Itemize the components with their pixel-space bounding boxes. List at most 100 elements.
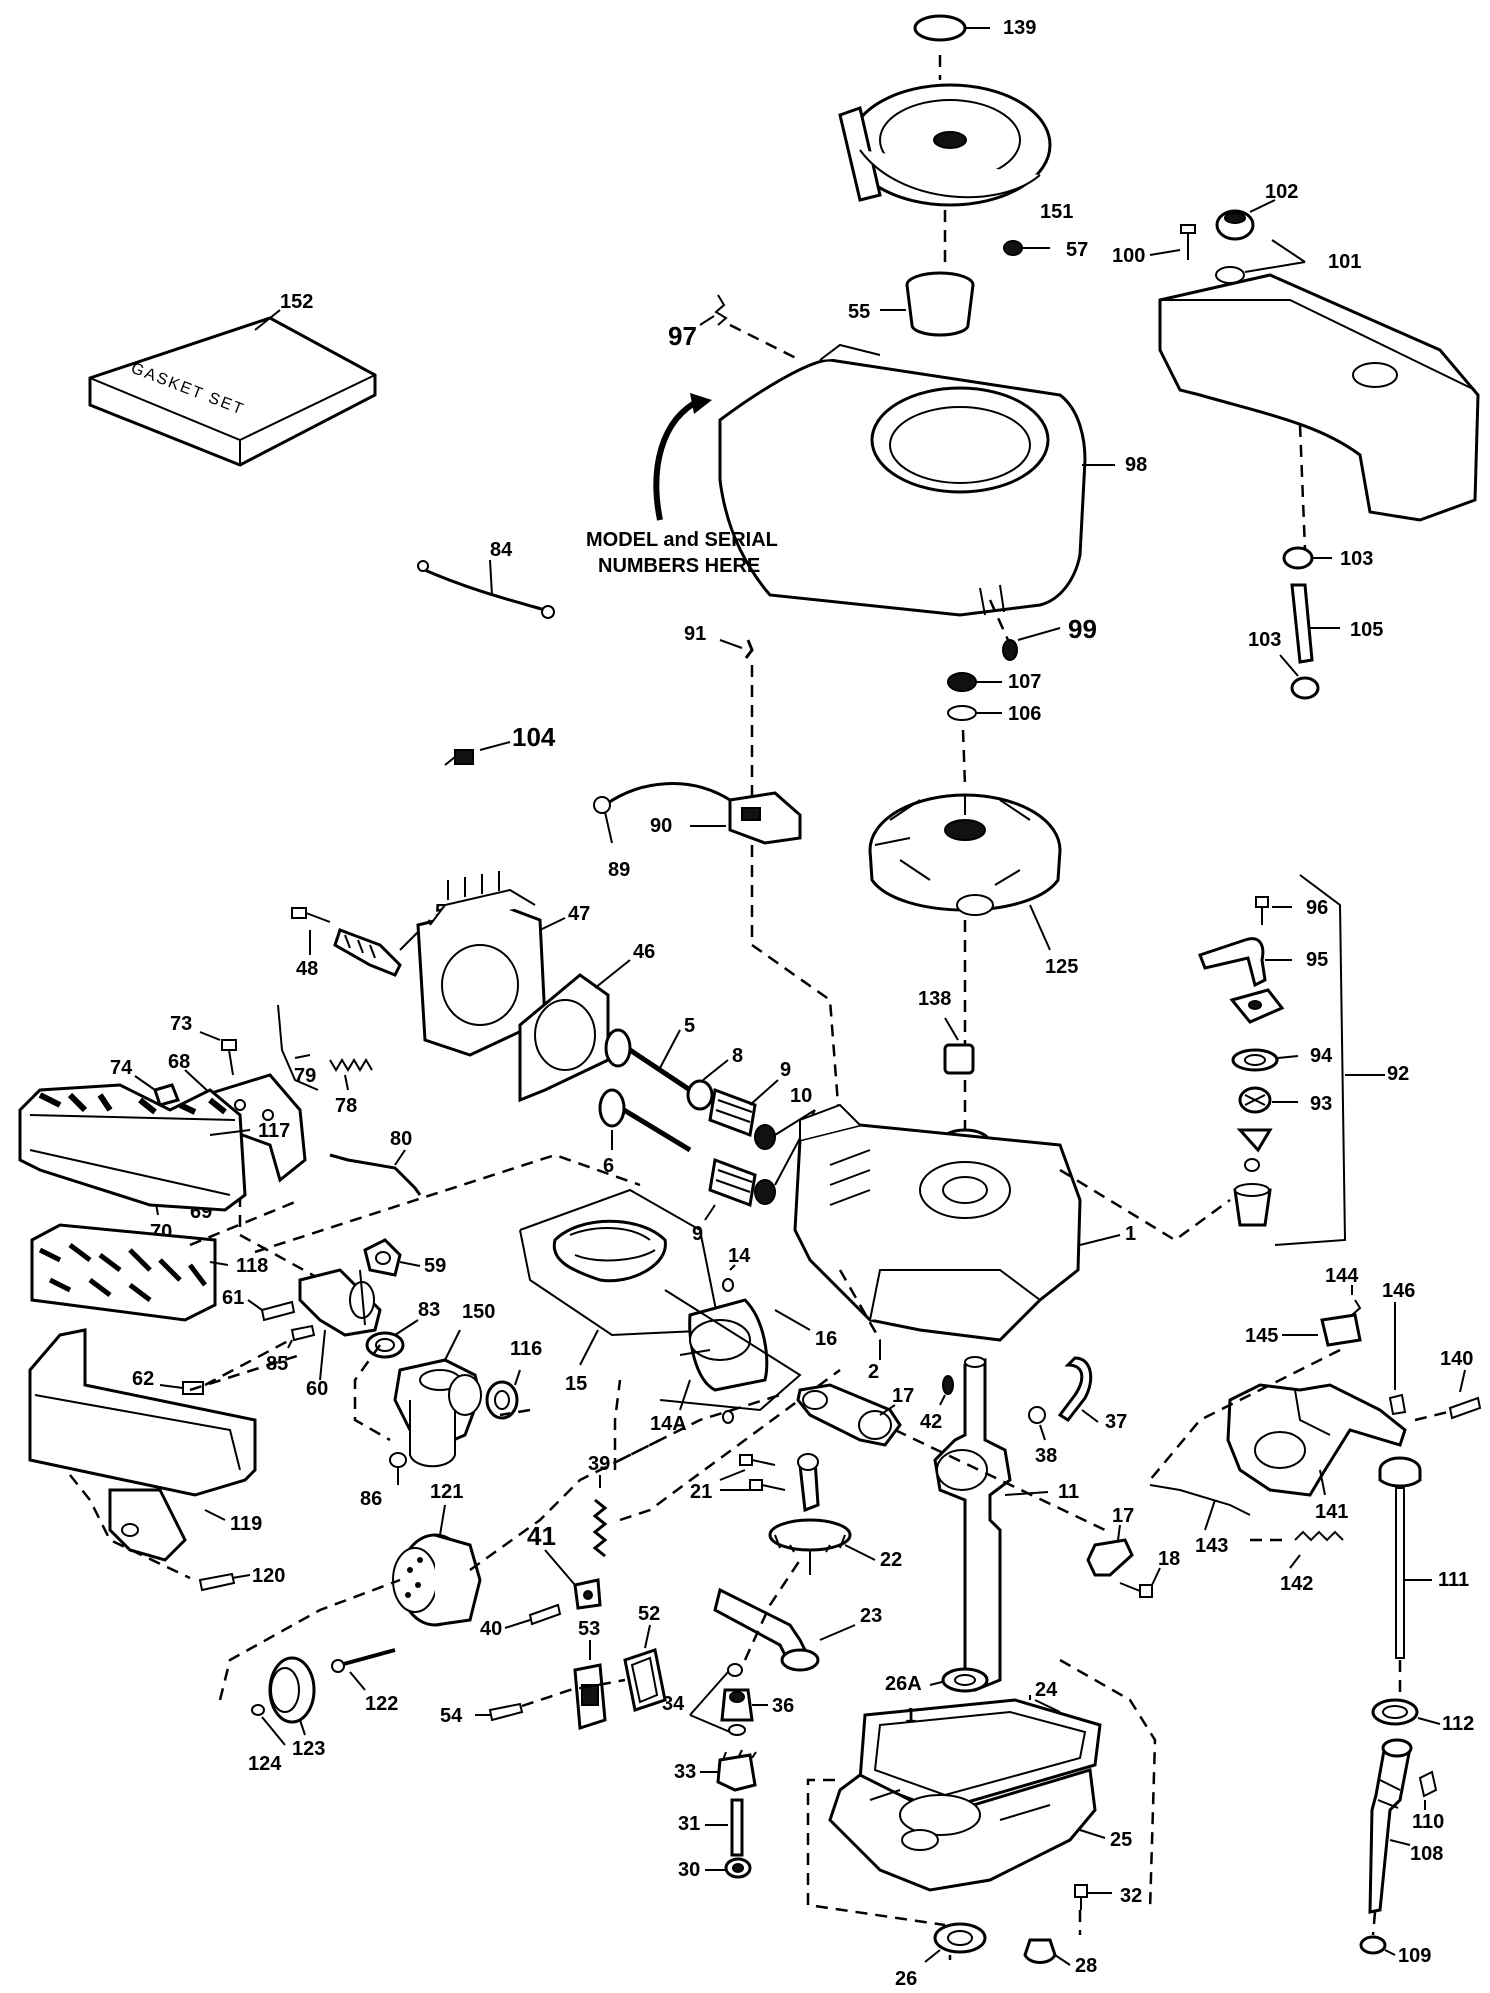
carburetor-150	[393, 1358, 482, 1468]
callout-24: 24	[1035, 1679, 1058, 1701]
callout-5: 5	[684, 1015, 695, 1037]
callout-99: 99	[1068, 614, 1097, 644]
callout-21: 21	[690, 1481, 712, 1503]
screw-85	[290, 1324, 316, 1342]
flywheel-key-138	[943, 1043, 975, 1075]
valve-spring-retainer-8	[686, 1079, 714, 1111]
valve-spring-9-lower	[708, 1157, 757, 1208]
callout-120: 120	[252, 1565, 285, 1587]
head-bolt-48	[291, 907, 331, 923]
fuel-cap-102	[1215, 209, 1255, 241]
callout-100: 100	[1112, 245, 1145, 267]
callout-40: 40	[480, 1618, 502, 1640]
crankshaft-11	[933, 1356, 1012, 1692]
valve-5	[604, 1028, 692, 1093]
nut-107	[947, 672, 977, 692]
washer-34-low	[728, 1724, 746, 1736]
spring-78	[329, 1058, 373, 1072]
callout-62: 62	[132, 1368, 154, 1390]
callout-32: 32	[1120, 1885, 1142, 1907]
callout-144: 144	[1325, 1265, 1359, 1287]
callout-31: 31	[678, 1813, 700, 1835]
gasket-plate-92a	[1229, 988, 1285, 1024]
cylinder-block-1	[793, 1103, 1082, 1342]
screw-140	[1448, 1396, 1482, 1420]
nut-86	[389, 1452, 407, 1468]
callout-1: 1	[1125, 1223, 1136, 1245]
gasket-52	[623, 1648, 667, 1712]
callout-104: 104	[512, 722, 556, 752]
callout-33: 33	[674, 1761, 696, 1783]
callout-143: 143	[1195, 1535, 1228, 1557]
control-lever-145	[1320, 1313, 1362, 1347]
valve-6	[598, 1088, 692, 1153]
callout-92: 92	[1387, 1063, 1409, 1085]
rings-15	[552, 1219, 667, 1283]
governor-gear-33	[716, 1749, 757, 1792]
callout-28: 28	[1075, 1955, 1097, 1977]
callout-8: 8	[732, 1045, 743, 1067]
callout-109: 109	[1398, 1945, 1431, 1967]
callout-17b: 17	[1112, 1505, 1134, 1527]
callout-2: 2	[868, 1361, 879, 1383]
air-cleaner-cover-117	[18, 1083, 247, 1212]
callout-16: 16	[815, 1328, 837, 1350]
valve-spring-9-upper	[708, 1087, 757, 1138]
fuel-pipe-95	[1198, 937, 1267, 988]
recoil-starter-151	[838, 83, 1052, 207]
valve-keepers-10	[754, 1124, 776, 1205]
callout-140: 140	[1440, 1348, 1473, 1370]
breather-53	[573, 1663, 607, 1731]
callout-152: 152	[280, 291, 313, 313]
callout-138: 138	[918, 988, 951, 1010]
callout-105: 105	[1350, 619, 1383, 641]
cylinder-head-47	[416, 871, 547, 1057]
callout-102: 102	[1265, 181, 1298, 203]
callout-119: 119	[230, 1513, 262, 1535]
clamp-103-upper	[1282, 546, 1314, 570]
gasket-116	[485, 1380, 519, 1420]
callout-121: 121	[430, 1481, 463, 1503]
callout-26a: 26A	[885, 1673, 922, 1695]
callout-47: 47	[568, 903, 590, 925]
callout-118: 118	[236, 1255, 268, 1277]
muffler-121	[392, 1533, 482, 1627]
callout-146: 146	[1382, 1280, 1415, 1302]
o-ring-112	[1371, 1698, 1419, 1726]
flywheel-125	[868, 793, 1062, 916]
screw-110	[1418, 1770, 1438, 1798]
washer-106	[947, 705, 977, 721]
callout-103: 103	[1340, 548, 1373, 570]
callout-84: 84	[490, 539, 513, 561]
o-ring-109	[1359, 1935, 1387, 1955]
callout-107: 107	[1008, 671, 1041, 693]
callout-83: 83	[418, 1299, 440, 1321]
callout-26: 26	[895, 1968, 917, 1990]
callout-117: 117	[258, 1120, 290, 1142]
callout-55: 55	[848, 301, 870, 323]
spring-144	[1351, 1299, 1362, 1316]
callout-41: 41	[527, 1521, 556, 1551]
oil-seal-26	[933, 1922, 987, 1954]
callout-57: 57	[1066, 239, 1088, 261]
muffler-guard-123	[268, 1656, 316, 1724]
callout-14: 14	[728, 1245, 751, 1267]
callout-116: 116	[510, 1338, 542, 1360]
screw-40	[528, 1603, 562, 1626]
callout-15: 15	[565, 1373, 587, 1395]
connecting-rod-17	[796, 1383, 902, 1447]
spring-79	[277, 1004, 319, 1091]
link-146	[1388, 1393, 1407, 1416]
callout-80: 80	[390, 1128, 412, 1150]
callout-94: 94	[1310, 1045, 1333, 1067]
callout-53: 53	[578, 1618, 600, 1640]
callout-34: 34	[662, 1693, 685, 1715]
camshaft-22	[768, 1453, 852, 1575]
model-serial-note-line2: NUMBERS HERE	[598, 555, 760, 577]
callout-60: 60	[306, 1378, 328, 1400]
callout-9: 9	[780, 1059, 791, 1081]
piston-14a	[688, 1298, 769, 1392]
screw-32	[1074, 1884, 1088, 1910]
terminal-104	[444, 749, 474, 766]
callout-1b: 1	[905, 1705, 916, 1727]
